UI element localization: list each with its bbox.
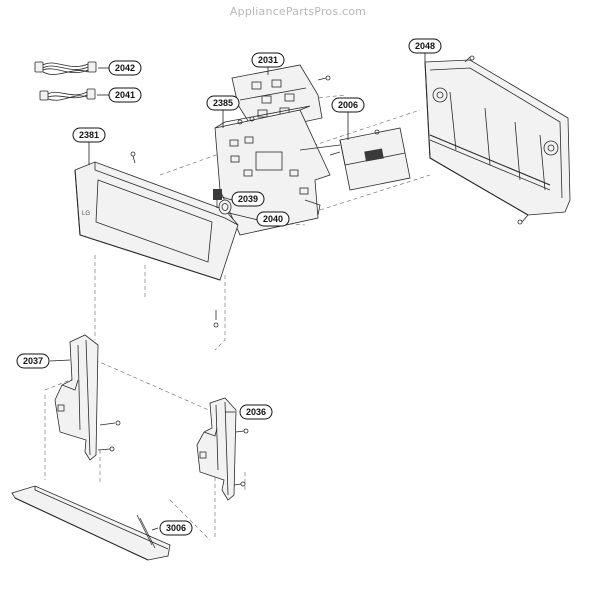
trim-bar-3006[interactable] [11,485,171,561]
callout-2385-label: 2385 [213,98,233,108]
watermark-text: AppliancePartsPros.com [229,5,367,18]
callout-2381[interactable]: 2381 [72,127,106,143]
callout-2006-label: 2006 [338,100,358,110]
callout-2385[interactable]: 2385 [206,95,240,111]
encoder-2039[interactable] [213,189,222,208]
callout-2039-label: 2039 [238,194,258,204]
callout-2037-label: 2037 [23,356,43,366]
callout-2381-label: 2381 [79,130,99,140]
callout-2040-label: 2040 [263,214,283,224]
display-module-2006[interactable] [329,127,411,191]
leader-lines [49,53,426,531]
callout-3006[interactable]: 3006 [159,520,193,536]
knob-2040[interactable] [218,199,232,215]
back-guard-2048[interactable] [424,55,571,225]
callout-2042[interactable]: 2042 [108,60,142,76]
control-panel-2381[interactable]: LG [74,151,239,328]
callout-2039[interactable]: 2039 [231,191,265,207]
callout-2048[interactable]: 2048 [408,38,442,54]
callout-2006[interactable]: 2006 [331,97,365,113]
callout-2037[interactable]: 2037 [16,353,50,369]
callout-2040[interactable]: 2040 [256,211,290,227]
callout-2041-label: 2041 [115,90,135,100]
end-cap-left-2037[interactable] [54,334,121,461]
callout-2036-label: 2036 [246,407,266,417]
callout-2048-label: 2048 [415,41,435,51]
lg-logo: LG [82,211,90,217]
wire-harness-2042[interactable] [34,61,97,75]
callout-2036[interactable]: 2036 [239,404,273,420]
callout-2031-label: 2031 [258,55,278,65]
callout-2031[interactable]: 2031 [251,52,285,68]
end-cap-right-2036[interactable] [196,397,249,501]
callout-2041[interactable]: 2041 [108,87,142,103]
wire-harness-2041[interactable] [39,88,96,101]
callout-2042-label: 2042 [115,63,135,73]
callout-3006-label: 3006 [166,523,186,533]
